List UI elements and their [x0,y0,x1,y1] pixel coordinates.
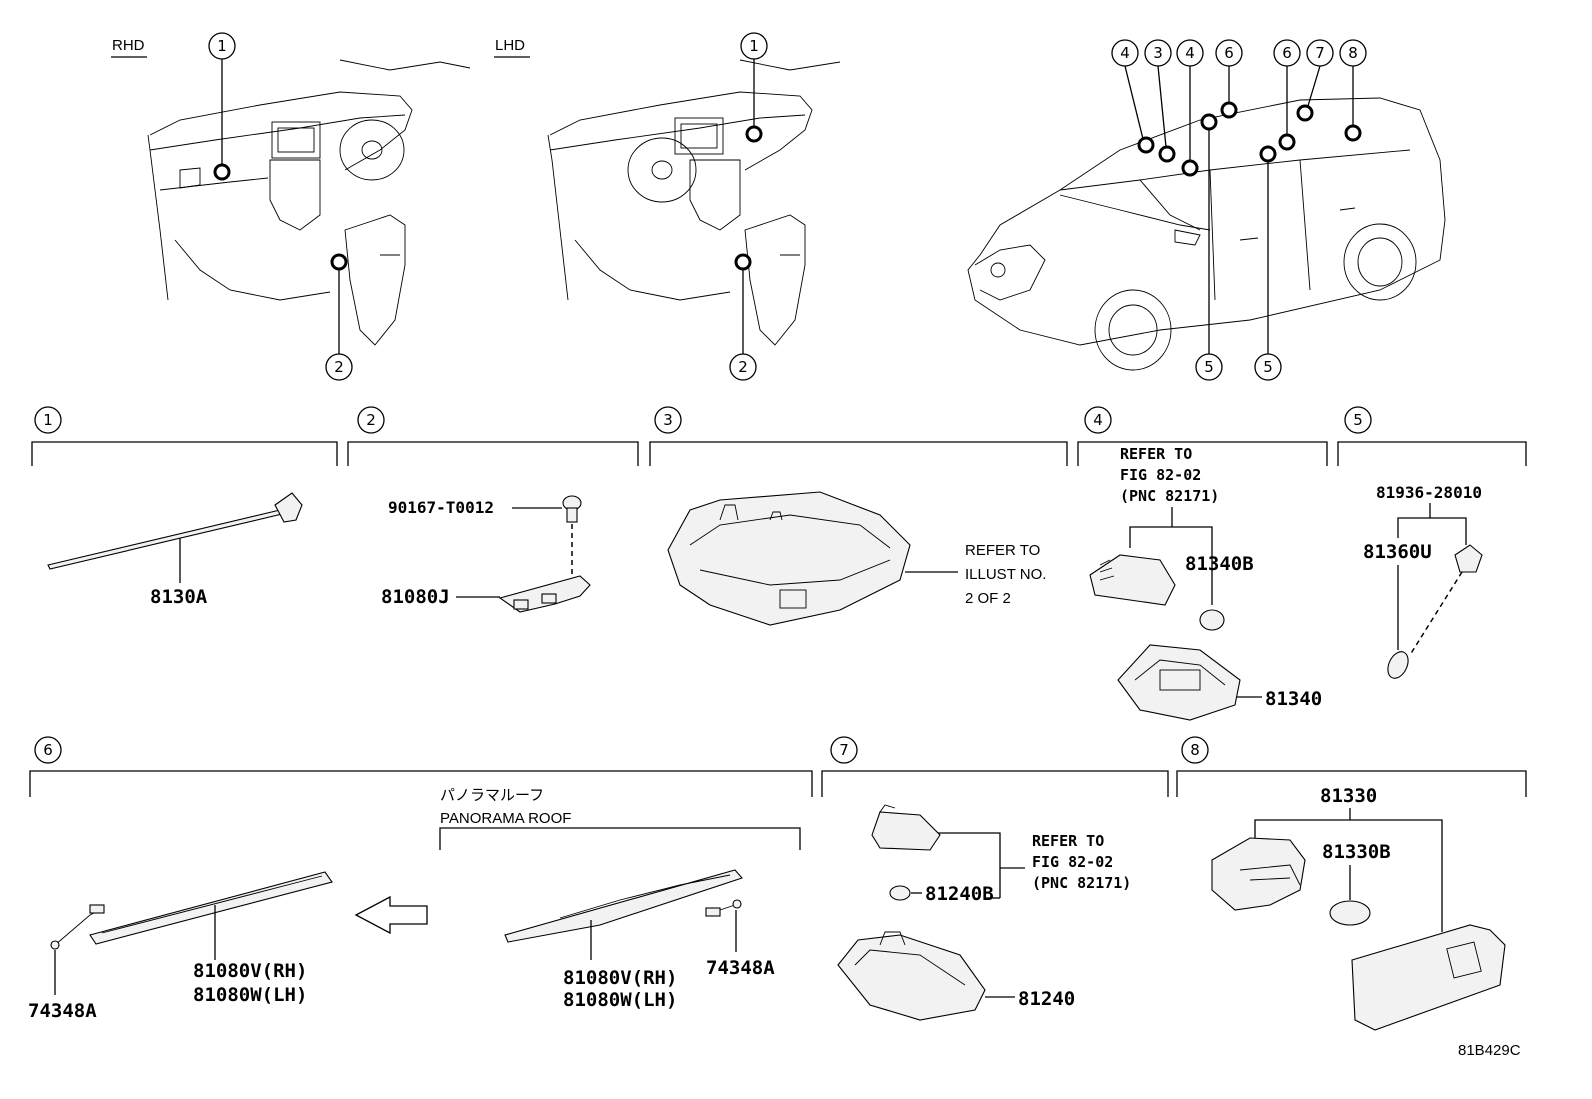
part-81080V-right: 81080V(RH) 81080W(LH) [504,869,743,1011]
rhd-marker-1: 1 [208,32,236,181]
svg-text:REFER TO: REFER TO [965,542,1040,559]
svg-text:5: 5 [1204,358,1214,376]
svg-text:81936-28010: 81936-28010 [1376,483,1482,502]
svg-text:1: 1 [43,411,53,429]
rhd-dashboard-illustration [147,59,471,346]
part-81080V-left: 81080V(RH) 81080W(LH) [89,871,333,1006]
part-bulb-81240B [889,885,922,901]
section-7: 7 REFER TO FIG 82-02 (PNC 82171) 81240B … [821,736,1169,1021]
svg-text:81330B: 81330B [1322,841,1391,863]
svg-text:REFER TO: REFER TO [1032,832,1104,850]
part-81080J: 81080J [381,575,591,613]
rhd-label: RHD [112,37,145,54]
svg-text:1: 1 [217,37,227,55]
svg-text:81240B: 81240B [925,883,994,905]
svg-text:REFER TO: REFER TO [1120,445,1192,463]
rhd-marker-2: 2 [325,253,353,381]
svg-text:81240: 81240 [1018,988,1075,1010]
svg-text:7: 7 [839,741,849,759]
svg-text:8: 8 [1190,741,1200,759]
lhd-marker-1: 1 [740,32,768,143]
svg-text:81340B: 81340B [1185,553,1254,575]
svg-text:6: 6 [1224,44,1234,62]
part-90167-T0012: 90167-T0012 [388,495,582,574]
part-74348A-left: 74348A [28,904,105,1022]
lhd-view: LHD 1 2 [494,32,841,381]
part-81330-housing [1211,837,1306,911]
svg-text:81340: 81340 [1265,688,1322,710]
svg-text:74348A: 74348A [706,957,775,979]
part-bulb-81340B [1199,609,1225,631]
part-socket-7 [871,804,941,851]
svg-text:81080V(RH): 81080V(RH) [193,960,307,982]
section-5: 5 81936-28010 81360U [1337,406,1527,679]
svg-text:81080V(RH): 81080V(RH) [563,967,677,989]
svg-text:PANORAMA ROOF: PANORAMA ROOF [440,810,571,827]
svg-text:2: 2 [366,411,376,429]
svg-text:5: 5 [1263,358,1273,376]
section-3: 3 REFER TO ILLUST NO. 2 OF 2 [649,406,1068,626]
svg-text:4: 4 [1185,44,1195,62]
svg-text:81080J: 81080J [381,586,450,608]
section-2: 2 90167-T0012 81080J [347,406,639,613]
svg-text:81080W(LH): 81080W(LH) [563,989,677,1011]
svg-text:3: 3 [663,411,673,429]
svg-text:1: 1 [749,37,759,55]
rhd-view: RHD 1 2 [111,32,471,381]
svg-text:2: 2 [738,358,748,376]
figure-code: 81B429C [1458,1042,1521,1059]
section-6: 6 パノラマルーフ PANORAMA ROOF 81080V(RH) 81080… [28,736,813,1022]
svg-text:ILLUST NO.: ILLUST NO. [965,566,1046,583]
svg-text:5: 5 [1353,411,1363,429]
svg-text:81080W(LH): 81080W(LH) [193,984,307,1006]
section-1: 1 8130A [31,406,338,608]
svg-text:パノラマルーフ: パノラマルーフ [440,787,544,804]
part-overhead-console [667,491,958,626]
lhd-dashboard-illustration [547,59,841,346]
svg-text:81330: 81330 [1320,785,1377,807]
vehicle-illustration [967,97,1446,371]
svg-text:8: 8 [1348,44,1358,62]
svg-text:90167-T0012: 90167-T0012 [388,498,494,517]
arrow-icon [354,895,428,935]
part-bulb-81360U [1387,651,1409,679]
part-81330-lens [1351,924,1506,1031]
lhd-label: LHD [495,37,525,54]
svg-text:7: 7 [1315,44,1325,62]
vehicle-markers: 4 3 4 6 6 7 [1111,39,1367,381]
svg-text:2: 2 [334,358,344,376]
svg-text:(PNC 82171): (PNC 82171) [1120,487,1219,505]
part-8130A: 8130A [47,492,303,608]
svg-text:6: 6 [43,741,53,759]
lhd-marker-2: 2 [729,253,757,381]
svg-text:(PNC 82171): (PNC 82171) [1032,874,1131,892]
part-socket [1089,554,1176,606]
section-8: 8 81330 81330B [1176,736,1527,1031]
svg-text:FIG 82-02: FIG 82-02 [1032,853,1113,871]
part-81936-28010 [1409,544,1483,656]
svg-text:81360U: 81360U [1363,541,1432,563]
svg-text:3: 3 [1153,44,1163,62]
part-81340: 81340 [1117,644,1322,721]
part-74348A-right: 74348A [705,899,775,979]
svg-text:6: 6 [1282,44,1292,62]
svg-text:74348A: 74348A [28,1000,97,1022]
svg-text:2 OF 2: 2 OF 2 [965,590,1011,607]
svg-text:4: 4 [1093,411,1103,429]
part-bulb-81330B [1329,900,1371,926]
svg-text:FIG 82-02: FIG 82-02 [1120,466,1201,484]
section-4: 4 REFER TO FIG 82-02 (PNC 82171) 81340B … [1077,406,1328,721]
vehicle-view: 4 3 4 6 6 7 [967,39,1446,381]
svg-text:8130A: 8130A [150,586,208,608]
part-81240: 81240 [837,931,1075,1021]
svg-text:4: 4 [1120,44,1130,62]
